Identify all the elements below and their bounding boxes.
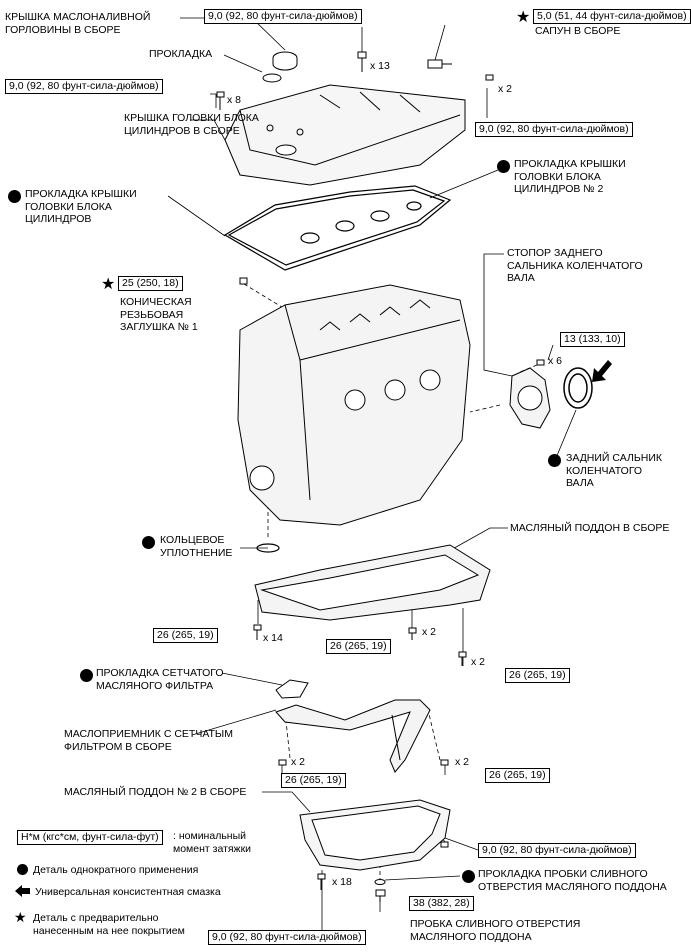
torque-pan2b: 26 (265, 19) <box>505 668 570 683</box>
non-reusable-dot-icon <box>142 536 155 549</box>
qty-13: x 13 <box>370 60 390 72</box>
torque-cap13: 9,0 (92, 80 фунт-сила-дюймов) <box>204 9 362 24</box>
torque-strainer-b: 26 (265, 19) <box>485 768 550 783</box>
oil-strainer-part <box>275 699 431 773</box>
torque-plug: 25 (250, 18) <box>118 276 183 291</box>
non-reusable-dot-icon <box>462 870 475 883</box>
leader-hcg <box>167 195 226 237</box>
oil-pan-no2-part <box>299 799 451 871</box>
leader-pan <box>439 527 508 557</box>
leader-drain-gasket <box>384 875 461 881</box>
leader-head-cover <box>190 119 226 141</box>
leader-gasket <box>223 54 263 73</box>
leader-breather <box>434 24 446 61</box>
qty-14: x 14 <box>263 632 283 644</box>
non-reusable-dot-icon <box>80 669 93 682</box>
qty-6: x 6 <box>548 355 563 367</box>
non-reusable-dot-icon <box>548 454 561 467</box>
head-cover-gasket-part <box>223 185 452 271</box>
torque-cover2: 9,0 (92, 80 фунт-сила-дюймов) <box>475 122 633 137</box>
legend-dot-icon <box>17 864 28 875</box>
legend-star-icon: ★ <box>14 909 27 925</box>
torque-pan2-right: 9,0 (92, 80 фунт-сила-дюймов) <box>478 843 636 858</box>
leader-hcg2 <box>429 169 499 199</box>
torque-breather: 5,0 (51, 44 фунт-сила-дюймов) <box>533 9 691 24</box>
cylinder-head-cover-part <box>224 84 466 186</box>
rear-seal-retainer-part <box>509 367 551 429</box>
oil-pan-label: МАСЛЯНЫЙ ПОДДОН В СБОРЕ <box>510 522 670 534</box>
leader-retainer <box>483 253 513 377</box>
leader-pan2 <box>262 791 311 813</box>
qty-2-strainer-b: x 2 <box>455 756 470 768</box>
oil-filler-cap-part <box>262 51 298 83</box>
qty-8: x 8 <box>227 94 242 106</box>
gasket-label: ПРОКЛАДКА <box>149 48 213 60</box>
non-reusable-dot-icon <box>497 160 510 173</box>
leader-pan2right <box>444 837 479 851</box>
qty-2-cover: x 2 <box>498 83 513 95</box>
breather-label: САПУН В СБОРЕ <box>535 25 621 37</box>
qty-2-pan: x 2 <box>422 626 437 638</box>
rear-oil-seal-part <box>563 367 593 409</box>
leader-sgasket <box>221 672 283 686</box>
torque-strainer-a: 26 (265, 19) <box>281 773 346 788</box>
bolt-parts <box>216 51 545 902</box>
legend-torque-box: Н*м (кгс*см, фунт-сила-фут) <box>17 830 163 845</box>
leader-strainer <box>191 709 277 736</box>
engine-block-part <box>237 284 471 526</box>
leader-retainer-torque <box>547 344 554 361</box>
leader-cover8 <box>210 93 217 108</box>
oil-pan-part <box>254 544 491 621</box>
torque-pan2a: 26 (265, 19) <box>326 639 391 654</box>
torque-pan14: 26 (265, 19) <box>153 628 218 643</box>
leader-seal <box>555 409 577 459</box>
non-reusable-dot-icon <box>8 190 21 203</box>
strainer-gasket-part <box>275 679 309 699</box>
oil-pan2-label: МАСЛЯНЫЙ ПОДДОН № 2 В СБОРЕ <box>64 786 247 798</box>
legend-arrow-icon <box>15 885 30 897</box>
torque-cover8: 9,0 (92, 80 фунт-сила-дюймов) <box>5 79 163 94</box>
grease-arrow-part <box>592 360 612 382</box>
qty-18: x 18 <box>332 876 352 888</box>
qty-2-pan-b: x 2 <box>471 656 486 668</box>
torque-drain: 38 (382, 28) <box>409 896 474 911</box>
legend-non-reusable: Деталь однократного применения <box>33 864 199 876</box>
precoated-star-icon: ★ <box>101 276 116 293</box>
torque-retainer: 13 (133, 10) <box>560 332 625 347</box>
torque-pan2-18: 9,0 (92, 80 фунт-сила-дюймов) <box>208 930 366 945</box>
o-ring-part <box>256 543 280 553</box>
legend-grease: Универсальная консистентная смазка <box>35 886 221 898</box>
precoated-star-icon: ★ <box>516 9 531 26</box>
qty-2-strainer-a: x 2 <box>291 756 306 768</box>
